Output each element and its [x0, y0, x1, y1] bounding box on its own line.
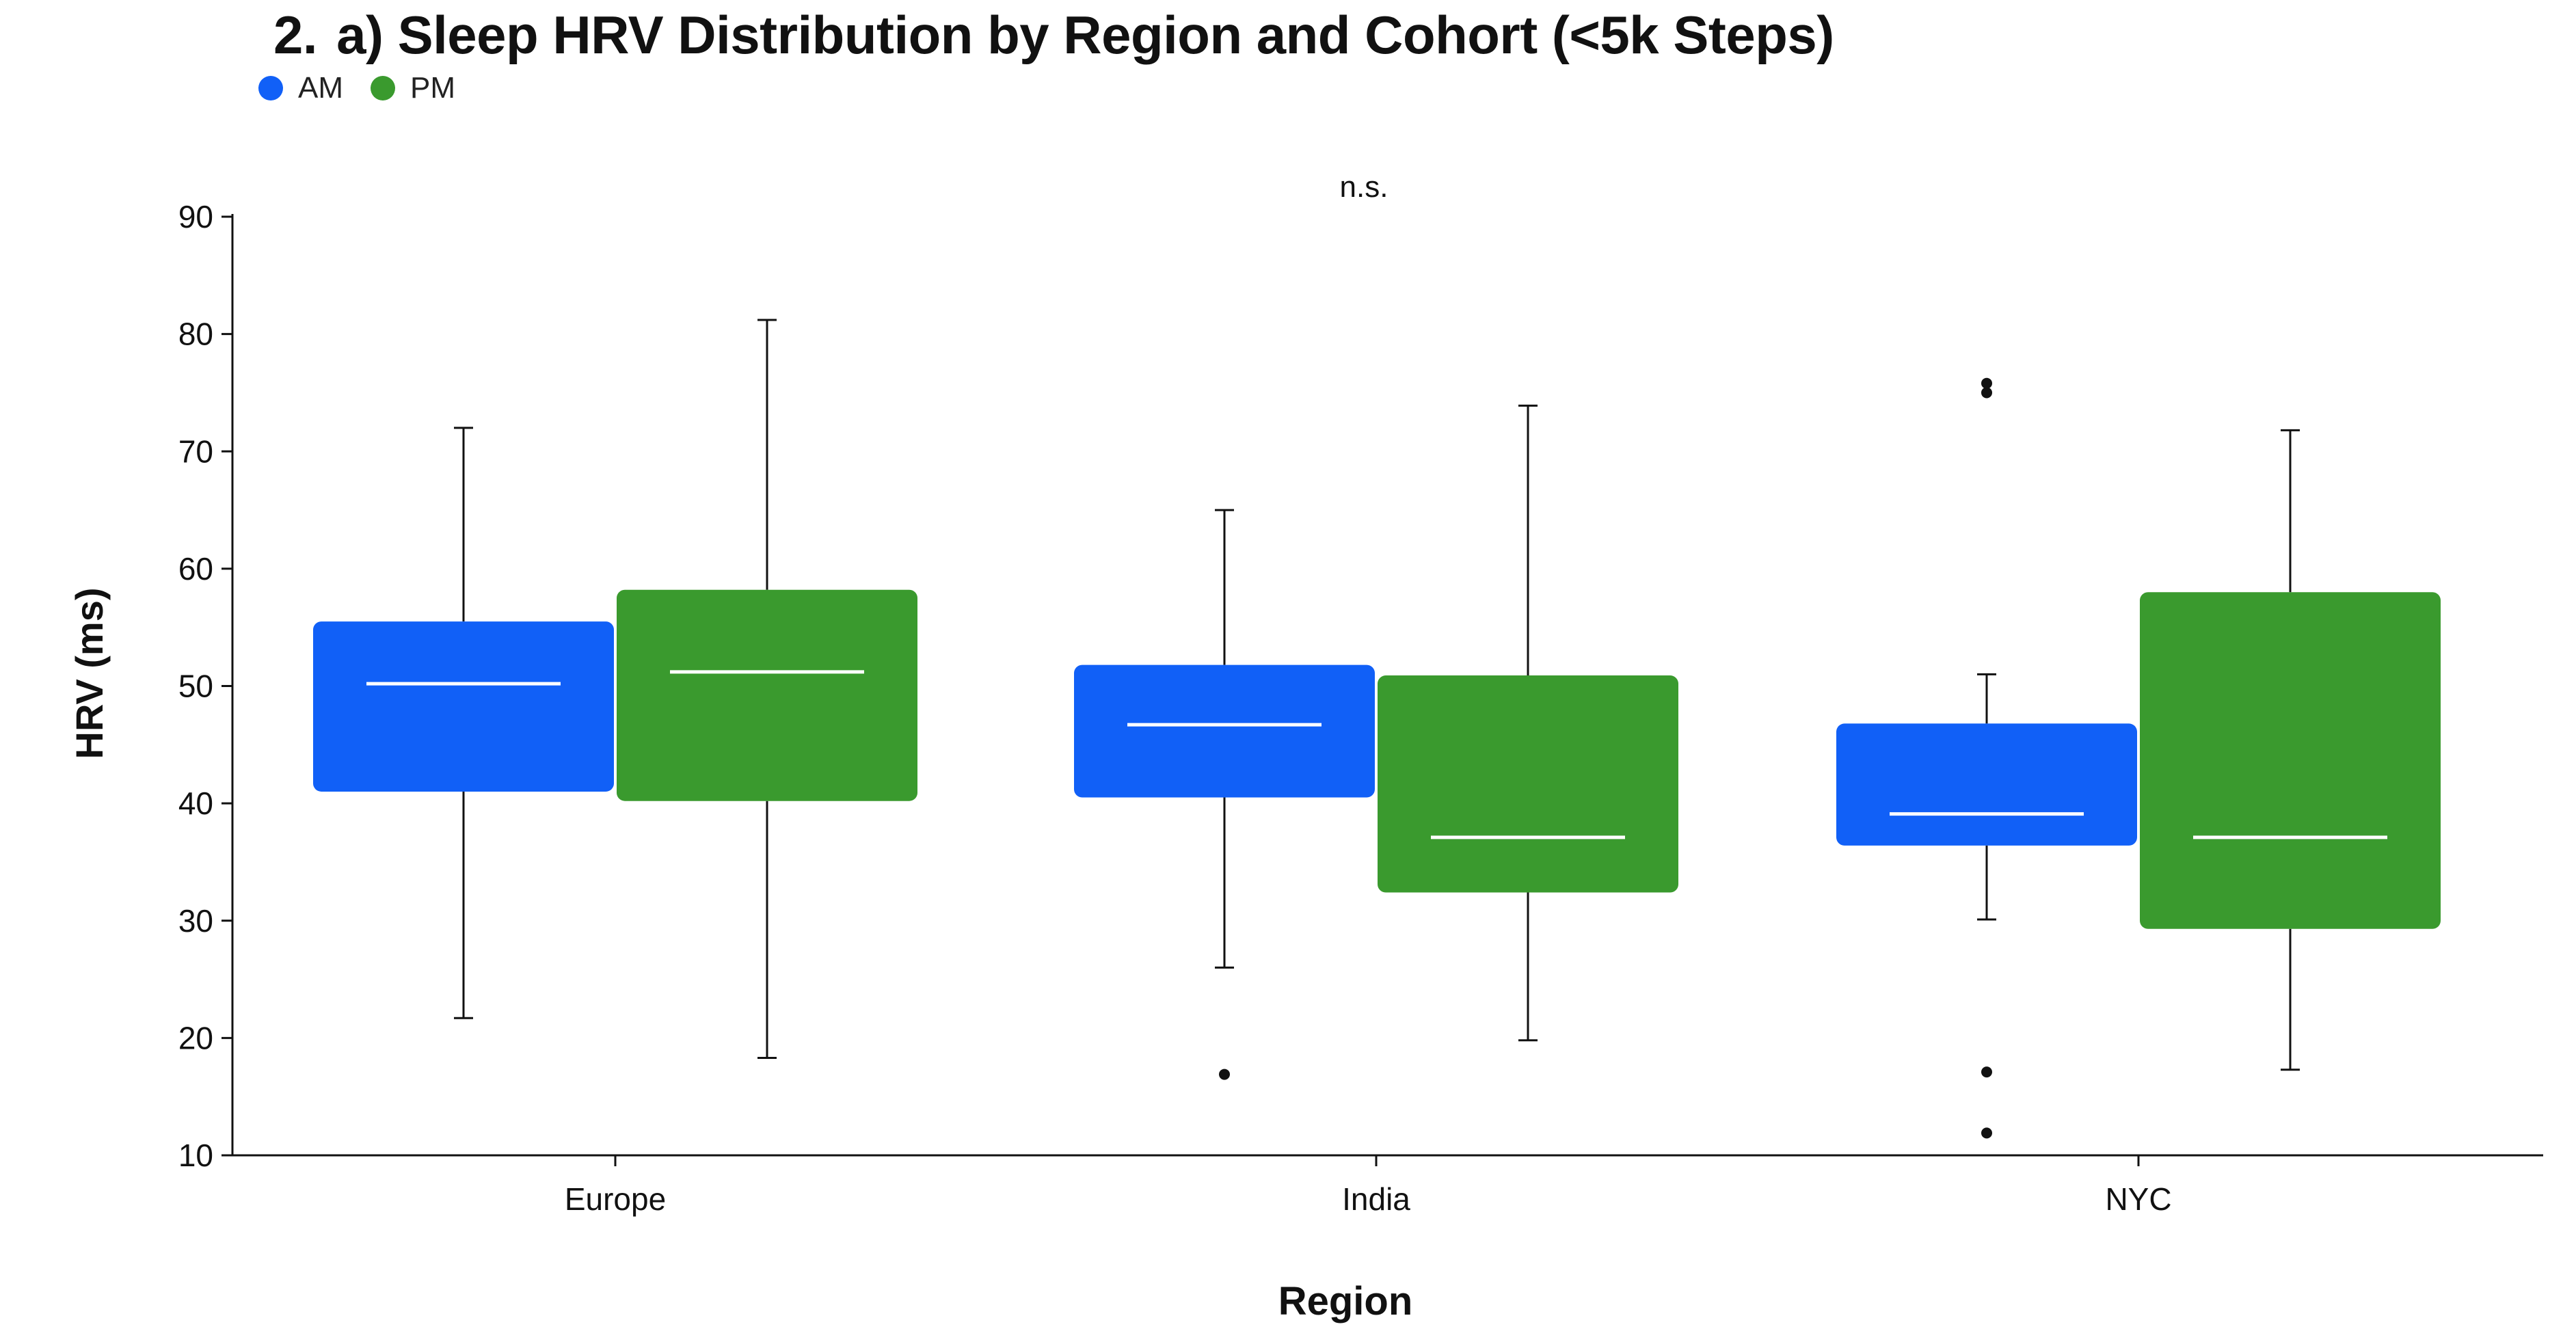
legend-item-am: AM: [258, 71, 343, 105]
legend-am-label: AM: [298, 71, 343, 105]
outlier-point: [1981, 387, 1992, 399]
box-body: [2140, 592, 2441, 929]
box-am-nyc: [1836, 377, 2137, 1139]
legend-pm-swatch: [371, 76, 395, 100]
figure-number: 2.: [273, 5, 318, 65]
significance-annotation: n.s.: [1340, 170, 1388, 204]
x-tick-label: India: [1342, 1181, 1410, 1217]
legend-pm-label: PM: [410, 71, 455, 105]
boxes: [313, 319, 2441, 1139]
y-tick-label: 80: [178, 317, 213, 352]
box-pm-india: [1378, 404, 1678, 1042]
y-tick-label: 70: [178, 433, 213, 469]
box-pm-nyc: [2140, 429, 2441, 1071]
outlier-point: [1219, 1069, 1230, 1080]
legend: AM PM: [258, 71, 483, 105]
box-body: [313, 621, 614, 792]
y-tick-label: 60: [178, 551, 213, 587]
box-body: [617, 589, 917, 801]
box-pm-europe: [617, 319, 917, 1060]
y-tick-label: 50: [178, 669, 213, 704]
box-am-europe: [313, 427, 614, 1019]
x-tick-label: Europe: [565, 1181, 666, 1217]
box-body: [1074, 664, 1375, 798]
box-body: [1378, 675, 1678, 893]
chart-title-block: 2. a) Sleep HRV Distribution by Region an…: [273, 4, 1834, 66]
y-tick-label: 40: [178, 785, 213, 821]
outlier-point: [1981, 1066, 1992, 1078]
x-tick-label: NYC: [2105, 1181, 2171, 1217]
chart-title: a) Sleep HRV Distribution by Region and …: [336, 5, 1834, 65]
legend-am-swatch: [258, 76, 283, 100]
outlier-point: [1981, 1127, 1992, 1139]
box-am-india: [1074, 509, 1375, 1080]
y-tick-label: 90: [178, 199, 213, 234]
y-tick-label: 10: [178, 1138, 213, 1173]
legend-item-pm: PM: [371, 71, 455, 105]
x-axis-label: Region: [1278, 1279, 1413, 1323]
outlier-point: [1981, 377, 1992, 389]
y-tick-label: 30: [178, 903, 213, 939]
y-tick-label: 20: [178, 1020, 213, 1056]
box-body: [1836, 723, 2137, 846]
y-axis-label: HRV (ms): [68, 587, 111, 759]
